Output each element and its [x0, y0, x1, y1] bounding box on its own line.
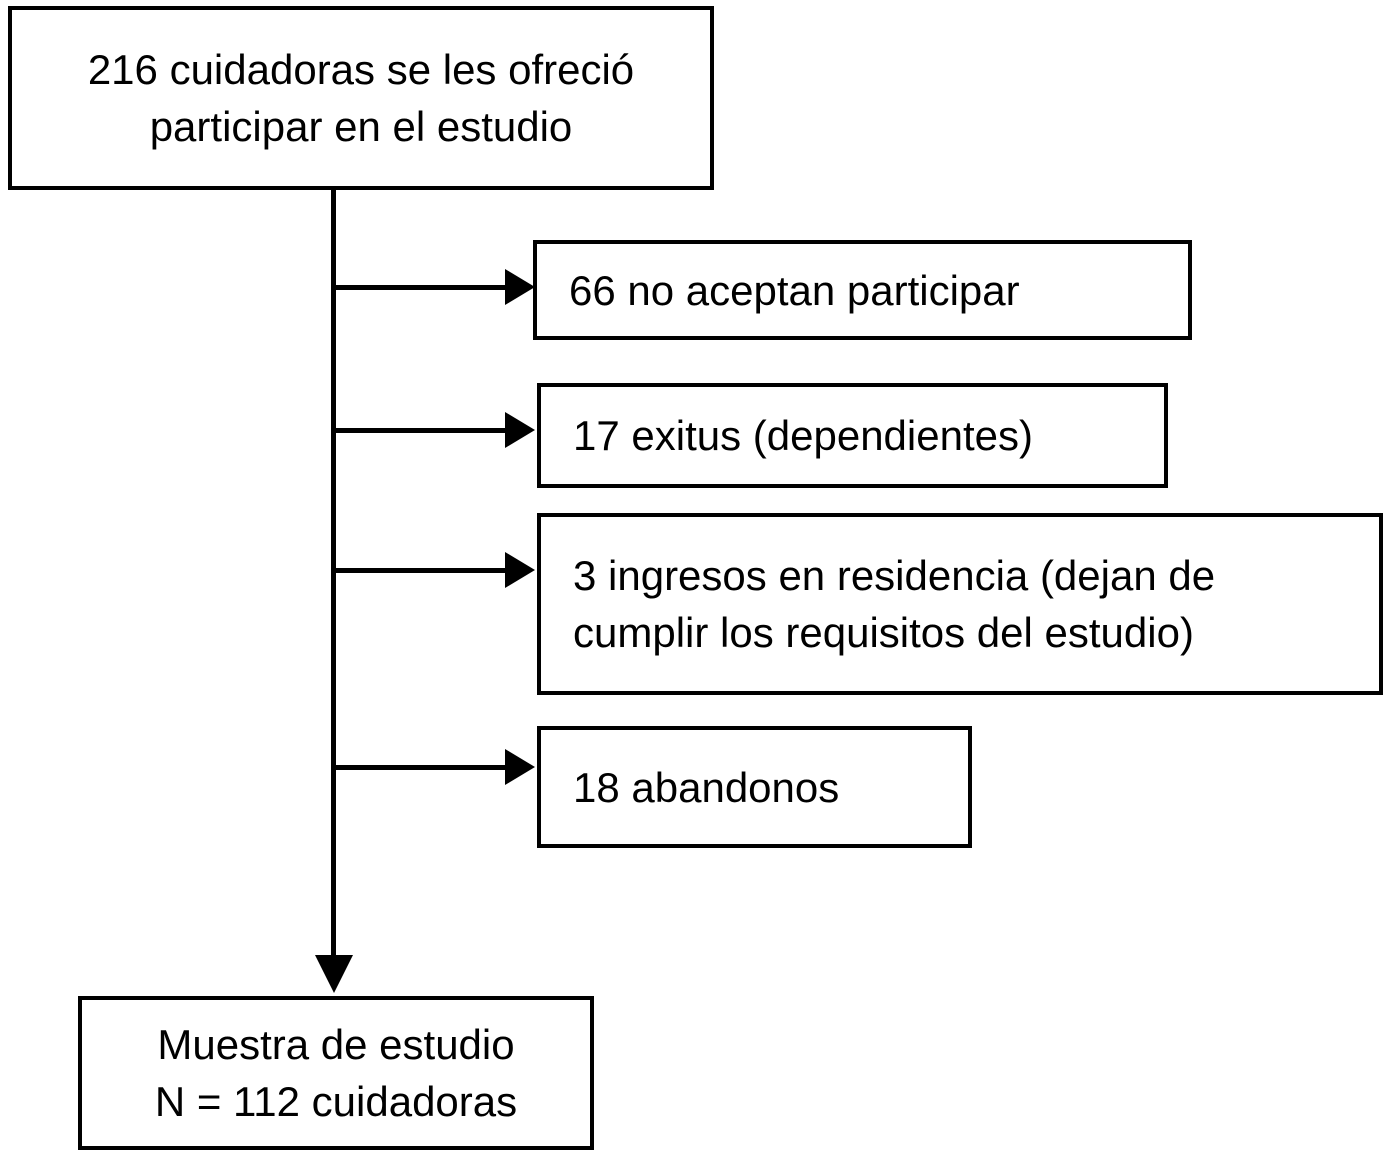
right-arrowhead-icon-3: [505, 552, 535, 588]
right-arrowhead-icon-4: [505, 749, 535, 785]
exclusion-box-1-label: 66 no aceptan participar: [569, 266, 1020, 314]
right-arrowhead-icon-1: [505, 269, 535, 305]
down-arrowhead-icon: [315, 955, 353, 993]
exclusion-box-3-line1: 3 ingresos en residencia (dejan de: [573, 552, 1216, 599]
branch-line-4: [331, 765, 509, 770]
exclusion-box-3-line2: cumplir los requisitos del estudio): [573, 609, 1194, 656]
exclusion-box-3: 3 ingresos en residencia (dejan de cumpl…: [537, 513, 1383, 695]
exclusion-box-4-label: 18 abandonos: [573, 763, 840, 811]
source-box-line2: participar en el estudio: [149, 103, 573, 150]
exclusion-box-2: 17 exitus (dependientes): [537, 383, 1168, 488]
source-box: 216 cuidadoras se les ofreció participar…: [8, 6, 714, 190]
right-arrowhead-icon-2: [505, 412, 535, 448]
branch-line-2: [331, 428, 509, 433]
result-box-line2: N = 112 cuidadoras: [154, 1078, 518, 1125]
exclusion-box-1: 66 no aceptan participar: [533, 240, 1192, 340]
result-box-line1: Muestra de estudio: [157, 1021, 515, 1068]
result-box: Muestra de estudio N = 112 cuidadoras: [78, 996, 594, 1150]
source-box-line1: 216 cuidadoras se les ofreció: [87, 46, 635, 93]
exclusion-box-2-label: 17 exitus (dependientes): [573, 412, 1033, 459]
branch-line-1: [331, 285, 509, 290]
exclusion-box-4: 18 abandonos: [537, 726, 972, 848]
branch-line-3: [331, 568, 509, 573]
